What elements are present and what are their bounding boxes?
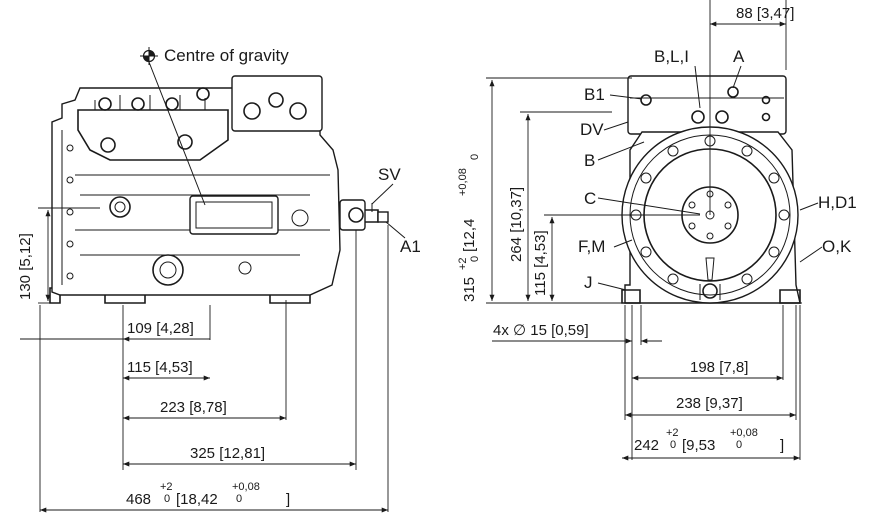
svg-text:]: ]: [780, 437, 784, 454]
svg-text:+2: +2: [457, 257, 469, 270]
label-b1: B1: [584, 85, 605, 104]
svg-text:+2: +2: [160, 481, 173, 493]
dim-242: 242: [634, 437, 659, 454]
dim-109: 109 [4,28]: [127, 320, 194, 337]
dim-115: 115 [4,53]: [127, 359, 193, 376]
label-j: J: [584, 273, 593, 292]
label-a1: A1: [400, 237, 421, 256]
front-view-compressor: [620, 75, 802, 304]
label-sv: SV: [378, 165, 401, 184]
label-dv: DV: [580, 120, 604, 139]
svg-text:+2: +2: [666, 427, 679, 439]
svg-text:[12,4: [12,4: [461, 219, 478, 252]
svg-text:]: ]: [286, 491, 290, 508]
dim-315: 315 +2 0 [12,4 +0,08 0: [457, 154, 481, 302]
centre-of-gravity-marker: Centre of gravity: [140, 46, 289, 206]
side-view-labels: SV A1: [371, 165, 421, 256]
label-c: C: [584, 189, 596, 208]
dim-238: 238 [9,37]: [676, 395, 743, 412]
label-ok: O,K: [822, 237, 852, 256]
dim-115-front: 115 [4,53]: [532, 230, 549, 296]
front-view-labels: B,L,I A B1 DV B C F,M J H,D1 O,K: [578, 47, 857, 292]
svg-text:+0,08: +0,08: [457, 168, 469, 196]
side-view-compressor: [49, 75, 389, 304]
svg-text:+0,08: +0,08: [232, 481, 260, 493]
dim-198: 198 [7,8]: [690, 359, 748, 376]
label-a: A: [733, 47, 745, 66]
svg-text:0: 0: [469, 154, 481, 160]
svg-text:[18,42: [18,42: [176, 491, 218, 508]
svg-text:+0,08: +0,08: [730, 427, 758, 439]
cog-label: Centre of gravity: [164, 46, 289, 65]
svg-text:0: 0: [736, 439, 742, 451]
svg-text:0: 0: [164, 493, 170, 505]
dim-325: 325 [12,81]: [190, 445, 265, 462]
label-fm: F,M: [578, 237, 605, 256]
label-b: B: [584, 151, 595, 170]
svg-text:0: 0: [469, 256, 481, 262]
svg-text:315: 315: [461, 277, 478, 302]
dim-223: 223 [8,78]: [160, 399, 227, 416]
label-bli: B,L,I: [654, 47, 689, 66]
flange-bolts: [630, 135, 790, 285]
dim-holes: 4x ∅ 15 [0,59]: [493, 322, 589, 339]
dim-130: 130 [5,12]: [17, 233, 34, 300]
dim-264: 264 [10,37]: [508, 187, 525, 262]
dim-88: 88 [3,47]: [736, 5, 794, 22]
svg-text:[9,53: [9,53: [682, 437, 715, 454]
svg-text:0: 0: [236, 493, 242, 505]
svg-text:0: 0: [670, 439, 676, 451]
front-view-dimensions: 88 [3,47] 315 +2 0 [12,4 +0,08 0 264 [10…: [457, 0, 801, 461]
dim-468: 468: [126, 491, 151, 508]
side-view-dimensions: 130 [5,12] 109 [4,28] 115 [4,53] 223 [8,…: [17, 207, 389, 513]
label-hd1: H,D1: [818, 193, 857, 212]
